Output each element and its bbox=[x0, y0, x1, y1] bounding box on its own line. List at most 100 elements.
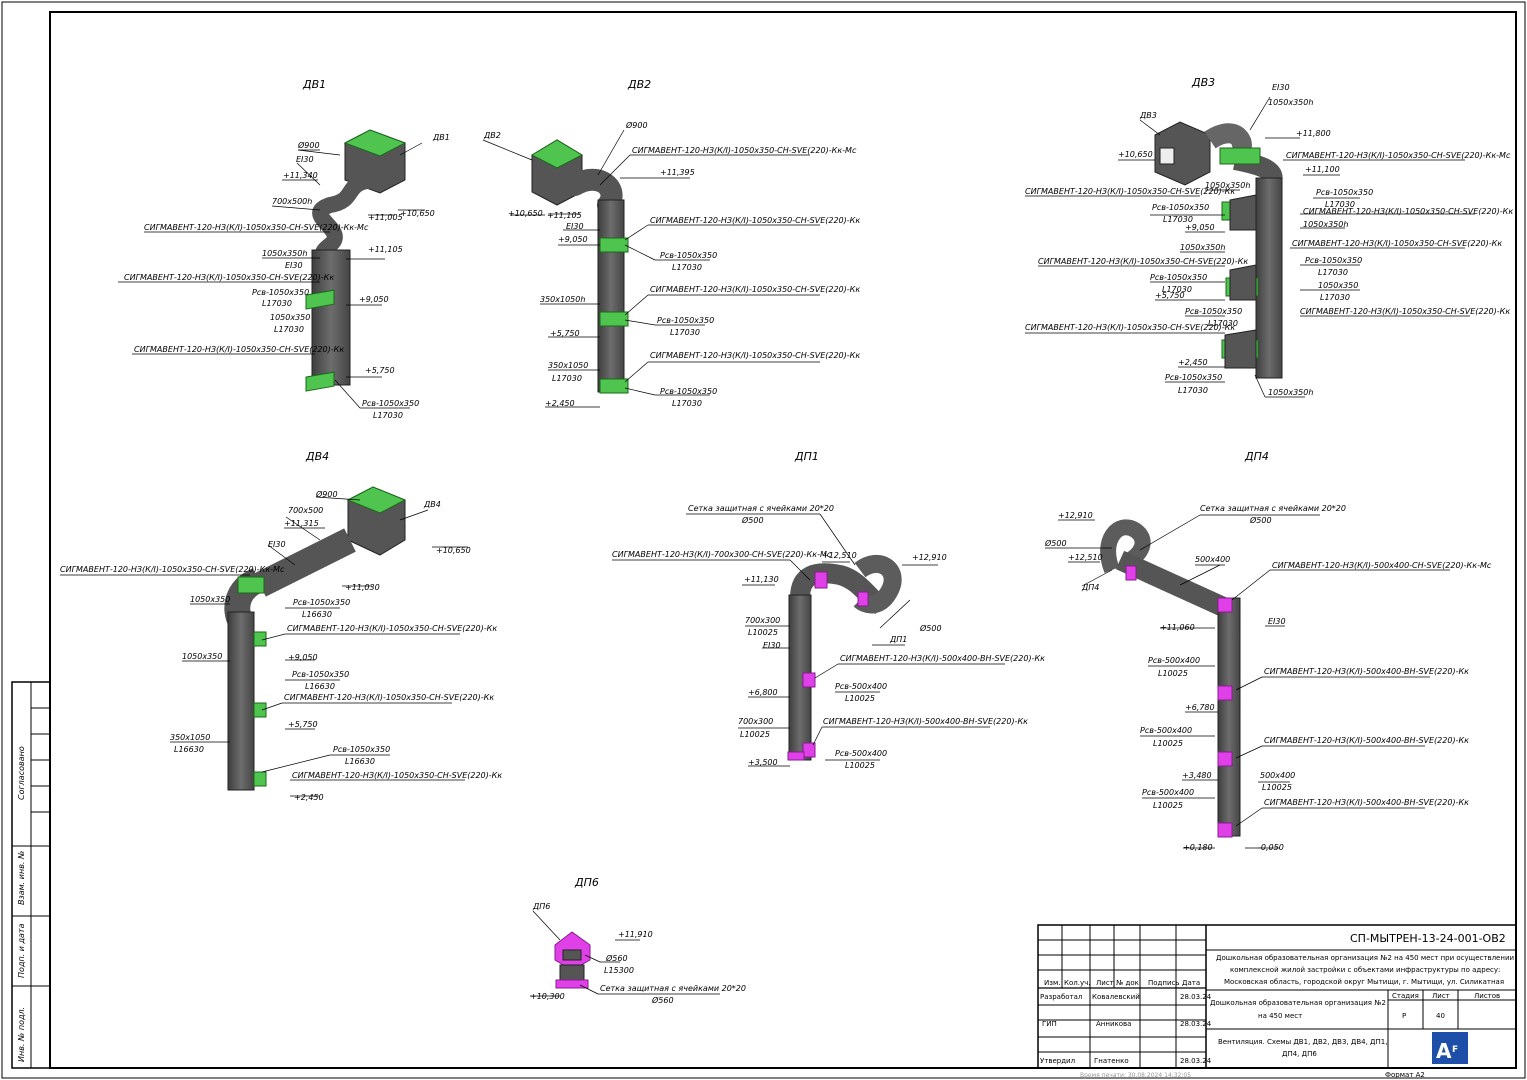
dp1-level-1: +12,510 bbox=[822, 551, 857, 560]
dv3-tag: ДВ3 bbox=[1139, 111, 1157, 120]
dv3-level-6: +2,450 bbox=[1178, 358, 1208, 367]
dv3-rsv-5: Рсв-1050x350 bbox=[1185, 307, 1242, 316]
dp4-tag: ДП4 bbox=[1081, 583, 1099, 592]
dv2-level-2: +10,650 bbox=[508, 209, 543, 218]
stamp-head-signature: Подпись bbox=[1148, 979, 1180, 987]
stamp-code: СП-МЫТРЕН-13-24-001-ОВ2 bbox=[1350, 932, 1506, 945]
dv1-valve-2: СИГМАВЕНТ-120-НЗ(К/I)-1050x350-СН-SVE(22… bbox=[124, 273, 334, 282]
dp4-level-4: +6,780 bbox=[1185, 703, 1215, 712]
dv3-rsv-1: Рсв-1050x350 bbox=[1316, 188, 1373, 197]
dv1-valve-1: СИГМАВЕНТ-120-НЗ(К/I)-1050x350-СН-SVE(22… bbox=[144, 223, 369, 232]
dv2-length-3: L17030 bbox=[552, 374, 582, 383]
dv4-diameter: Ø900 bbox=[315, 489, 338, 499]
dv3-size-6: 1050x350h bbox=[1268, 388, 1313, 397]
dv3-size-3: 1050x350h bbox=[1303, 220, 1348, 229]
dp4-level-6: +0,180 bbox=[1183, 843, 1213, 852]
dp4-net: Сетка защитная с ячейками 20*20 bbox=[1200, 504, 1346, 513]
dv1-length-2: L17030 bbox=[274, 325, 304, 334]
title-block bbox=[1037, 924, 1517, 1069]
dp4-rsv-1: Рсв-500x400 bbox=[1148, 656, 1200, 665]
dp1-size-2: 700x300 bbox=[738, 717, 773, 726]
dv3-length-6: L17030 bbox=[1208, 319, 1238, 328]
stamp-drawing-line-2: ДП4, ДП6 bbox=[1282, 1050, 1317, 1058]
dv2-valve-2: СИГМАВЕНТ-120-НЗ(К/I)-1050x350-СН-SVE(22… bbox=[650, 216, 860, 225]
dp6-diameter: Ø560 bbox=[605, 953, 628, 963]
dv3-valve-4: СИГМАВЕНТ-120-НЗ(К/I)-1050x350-СН-SVE(22… bbox=[1292, 239, 1502, 248]
dv2-rsv-1: Рсв-1050x350 bbox=[660, 251, 717, 260]
dv3-valve-1: СИГМАВЕНТ-120-НЗ(К/I)-1050x350-СН-SVE(22… bbox=[1286, 151, 1511, 160]
dp1-net: Сетка защитная с ячейками 20*20 bbox=[688, 504, 834, 513]
dp6-diameter-2: Ø560 bbox=[651, 995, 674, 1005]
dv2-diameter: Ø900 bbox=[625, 120, 648, 130]
dv4-level-6: +2,450 bbox=[294, 793, 324, 802]
dv1-rsv-2: Рсв-1050x350 bbox=[362, 399, 419, 408]
stamp-name-approved: Гнатенко bbox=[1094, 1057, 1129, 1065]
dv4-level-1: +11,315 bbox=[284, 519, 319, 528]
dv1-ei: EI30 bbox=[296, 155, 314, 164]
stamp-object-line-1: Дошкольная образовательная организация №… bbox=[1216, 954, 1514, 962]
dp1-level-2: +12,910 bbox=[912, 553, 947, 562]
scheme-dv1: ДВ1 ДВ1 Ø900 EI30 +11,340 700x500h +11 bbox=[118, 78, 450, 420]
scheme-dv2: ДВ2 ДВ2 Ø900 СИГМ bbox=[482, 78, 860, 408]
dv2-length-1: L17030 bbox=[672, 263, 702, 272]
stamp-sheet-header: Лист bbox=[1432, 992, 1450, 1000]
dv4-tag: ДВ4 bbox=[423, 500, 441, 509]
dp4-valve-4: СИГМАВЕНТ-120-НЗ(К/I)-500x400-ВН-SVE(220… bbox=[1264, 798, 1469, 807]
dv2-length-2: L17030 bbox=[670, 328, 700, 337]
dv3-level-5: +5,750 bbox=[1155, 291, 1185, 300]
stamp-head-date: Дата bbox=[1182, 979, 1200, 987]
dv1-valve-3: СИГМАВЕНТ-120-НЗ(К/I)-1050x350-СН-SVE(22… bbox=[134, 345, 344, 354]
dv2-size-2: 350x1050 bbox=[548, 361, 588, 370]
dp4-valve-1: СИГМАВЕНТ-120-НЗ(К/I)-500x400-СН-SVE(220… bbox=[1272, 561, 1492, 570]
dp6-level-2: +10,300 bbox=[530, 992, 565, 1001]
dp1-length-4: L10025 bbox=[845, 761, 875, 770]
dv3-size-4: 1050x350h bbox=[1180, 243, 1225, 252]
dv4-level-4: +9,050 bbox=[288, 653, 318, 662]
dv2-level-5: +5,750 bbox=[550, 329, 580, 338]
scheme-title-dv2: ДВ2 bbox=[627, 78, 651, 91]
scheme-dv3: ДВ3 bbox=[1025, 76, 1513, 398]
scheme-dp1: ДП1 Сетка защитная с ячейками 20*2 bbox=[612, 450, 1045, 770]
dp4-level-1: +12,910 bbox=[1058, 511, 1093, 520]
side-stamp: Согласовано Взам. инв. № Подп. и дата Ин… bbox=[11, 681, 51, 1069]
dv4-rsv-3: Рсв-1050x350 bbox=[333, 745, 390, 754]
dv2-level-1: +11,395 bbox=[660, 168, 695, 177]
stamp-role-gip: ГИП bbox=[1042, 1020, 1057, 1028]
dv3-rsv-4: Рсв-1050x350 bbox=[1150, 273, 1207, 282]
dv3-valve-7: СИГМАВЕНТ-120-НЗ(К/I)-1050x350-СН-SVE(22… bbox=[1025, 323, 1235, 332]
scheme-title-dv4: ДВ4 bbox=[305, 450, 329, 463]
dv1-ei-2: EI30 bbox=[285, 261, 303, 270]
dp6-length: L15300 bbox=[604, 966, 634, 975]
dp1-rsv-1: Рсв-500x400 bbox=[835, 682, 887, 691]
dp4-size-1: 500x400 bbox=[1195, 555, 1230, 564]
dv4-rsv-1: Рсв-1050x350 bbox=[293, 598, 350, 607]
dv4-length-3: L16630 bbox=[174, 745, 204, 754]
dp1-diameter-2: Ø500 bbox=[919, 623, 942, 633]
scheme-title-dp6: ДП6 bbox=[574, 876, 599, 889]
scheme-dv4: ДВ4 bbox=[60, 450, 502, 802]
dv2-tag: ДВ2 bbox=[483, 131, 501, 140]
dv2-size-1: 350x1050h bbox=[540, 295, 585, 304]
dp4-length-2: L10025 bbox=[1153, 739, 1183, 748]
dp4-size-2: 500x400 bbox=[1260, 771, 1295, 780]
title-block-text: СП-МЫТРЕН-13-24-001-ОВ2 Дошкольная образ… bbox=[1040, 932, 1514, 1079]
dp1-valve-3: СИГМАВЕНТ-120-НЗ(К/I)-500x400-ВН-SVE(220… bbox=[823, 717, 1028, 726]
dv2-rsv-3: Рсв-1050x350 bbox=[660, 387, 717, 396]
dv4-ei: EI30 bbox=[268, 540, 286, 549]
dv4-size-1: 700x500 bbox=[288, 506, 323, 515]
dv2-level-6: +2,450 bbox=[545, 399, 575, 408]
dv3-size-1: 1050x350h bbox=[1268, 98, 1313, 107]
dv1-level-2: +11,005 bbox=[368, 213, 403, 222]
stamp-sheets-header: Листов bbox=[1474, 992, 1500, 1000]
dv3-level-4: +9,050 bbox=[1185, 223, 1215, 232]
dv4-length-4: L16630 bbox=[345, 757, 375, 766]
dv3-level-2: +10,650 bbox=[1118, 150, 1153, 159]
dp4-valve-2: СИГМАВЕНТ-120-НЗ(К/I)-500x400-ВН-SVE(220… bbox=[1264, 667, 1469, 676]
dp1-valve-1: СИГМАВЕНТ-120-НЗ(К/I)-700x300-СН-SVE(220… bbox=[612, 550, 832, 559]
dv4-valve-4: СИГМАВЕНТ-120-НЗ(К/I)-1050x350-СН-SVE(22… bbox=[292, 771, 502, 780]
dp4-length-3: L10025 bbox=[1262, 783, 1292, 792]
stamp-title-line-1: Дошкольная образовательная организация №… bbox=[1210, 999, 1386, 1007]
svg-text:F: F bbox=[1452, 1045, 1458, 1055]
dp1-size-1: 700x300 bbox=[745, 616, 780, 625]
stamp-object-line-2: комплексной жилой застройки с объектами … bbox=[1230, 966, 1500, 974]
